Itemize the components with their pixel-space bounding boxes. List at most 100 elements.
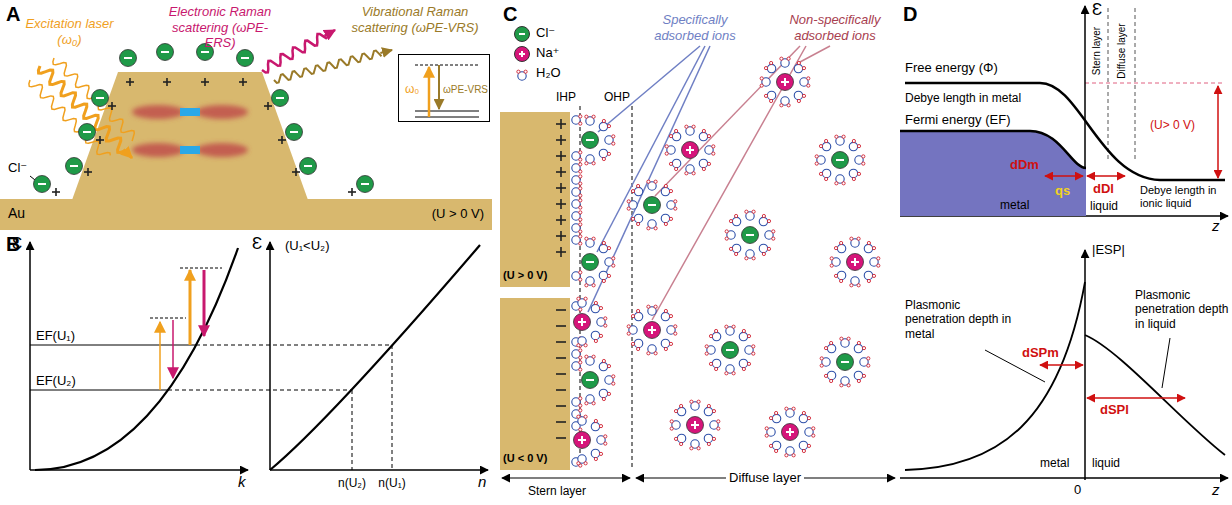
drawing-part — [196, 143, 248, 157]
water-hydrogen — [599, 452, 602, 455]
drawing-part — [180, 146, 200, 154]
water-hydrogen — [607, 125, 610, 128]
drawing-part — [588, 46, 710, 312]
water-hydrogen — [742, 367, 745, 370]
water-hydrogen — [592, 162, 595, 165]
water-hydrogen — [674, 325, 677, 328]
water-molecule — [599, 389, 607, 397]
axis-label: k — [238, 473, 246, 491]
water-hydrogen — [877, 257, 880, 260]
drawing-part — [1108, 8, 1109, 160]
water-hydrogen — [807, 417, 810, 420]
node-text: (U > 0 V) — [503, 269, 547, 282]
water-hydrogen — [877, 264, 880, 267]
water-hydrogen — [752, 257, 755, 260]
water-hydrogen — [674, 437, 677, 440]
tick-label: n(U₁) — [378, 476, 405, 490]
water-hydrogen — [819, 172, 822, 175]
light-wave — [29, 80, 110, 155]
chloride-ion — [582, 132, 599, 149]
axis-label: |ESP| — [1092, 242, 1125, 258]
drawing-part — [150, 318, 186, 319]
water-hydrogen — [702, 167, 705, 170]
layer-label: Stern layer — [1091, 27, 1103, 75]
drawing-part — [180, 108, 200, 116]
water-hydrogen — [819, 145, 822, 148]
callout-label: Plasmonic penetration depth in metal — [905, 298, 1017, 341]
water-molecule — [849, 142, 857, 150]
water-hydrogen — [867, 241, 870, 244]
panel-letter: D — [903, 2, 917, 26]
charge-sign — [586, 139, 594, 141]
gold-substrate: Au(U > 0 V) — [0, 199, 492, 230]
water-hydrogen — [579, 163, 582, 166]
drawing-part — [392, 345, 393, 470]
water-hydrogen — [697, 400, 700, 403]
charge-sign — [581, 436, 583, 444]
water-hydrogen — [732, 372, 735, 375]
water-hydrogen — [670, 427, 673, 430]
water-hydrogen — [579, 199, 582, 202]
drawing-part — [632, 106, 633, 470]
water-hydrogen — [612, 264, 615, 267]
drawing-part — [800, 46, 830, 62]
water-hydrogen — [707, 135, 710, 138]
water-hydrogen — [780, 104, 783, 107]
water-molecule — [591, 304, 599, 312]
water-hydrogen — [825, 139, 828, 142]
drawing-part — [35, 248, 238, 470]
electrode-charge — [556, 357, 566, 359]
water-hydrogen — [579, 223, 582, 226]
wave-arrowhead — [380, 50, 392, 53]
drawing-part — [30, 176, 35, 180]
drawing-part — [1162, 338, 1170, 388]
water-hydrogen — [637, 184, 640, 187]
water-molecule — [849, 169, 857, 177]
water-hydrogen — [787, 57, 790, 60]
water-hydrogen — [772, 230, 775, 233]
water-molecule — [799, 441, 807, 449]
water-hydrogen — [835, 182, 838, 185]
water-hydrogen — [835, 135, 838, 138]
callout-label: Specifically adsorbed ions — [635, 12, 755, 43]
electrode-charge — [556, 421, 566, 423]
plane-label: IHP — [556, 90, 576, 104]
sodium-ion — [574, 432, 591, 449]
water-hydrogen — [579, 278, 582, 281]
water-hydrogen — [592, 402, 595, 405]
water-hydrogen — [772, 237, 775, 240]
water-hydrogen — [675, 129, 678, 132]
water-hydrogen — [674, 332, 677, 335]
chloride-ion — [120, 50, 137, 67]
water-molecule — [634, 214, 642, 222]
chloride-ion — [300, 158, 317, 175]
water-hydrogen — [637, 309, 640, 312]
water-hydrogen — [709, 335, 712, 338]
water-molecule — [634, 339, 642, 347]
water-hydrogen — [729, 220, 732, 223]
water-hydrogen — [604, 442, 607, 445]
drawing-part — [1087, 175, 1125, 177]
water-hydrogen — [577, 344, 580, 347]
water-hydrogen — [807, 444, 810, 447]
surface-charge — [129, 78, 131, 86]
charge-sign — [304, 165, 312, 167]
drawing-part — [159, 322, 161, 390]
water-molecule — [661, 187, 669, 195]
water-hydrogen — [579, 175, 582, 178]
water-hydrogen — [599, 425, 602, 428]
metal-region: metal — [900, 128, 1086, 216]
drawing-part — [1087, 397, 1185, 399]
water-hydrogen — [834, 247, 837, 250]
sodium-ion — [574, 314, 591, 331]
node-text: Au — [8, 205, 25, 222]
water-hydrogen — [577, 415, 580, 418]
water-hydrogen — [752, 345, 755, 348]
callout-label: Plasmonic penetration depth in liquid — [1135, 288, 1230, 331]
chloride-ion — [92, 90, 109, 107]
water-hydrogen — [612, 375, 615, 378]
chloride-ion — [357, 176, 374, 193]
water-hydrogen — [857, 284, 860, 287]
water-hydrogen — [725, 230, 728, 233]
water-hydrogen — [577, 462, 580, 465]
